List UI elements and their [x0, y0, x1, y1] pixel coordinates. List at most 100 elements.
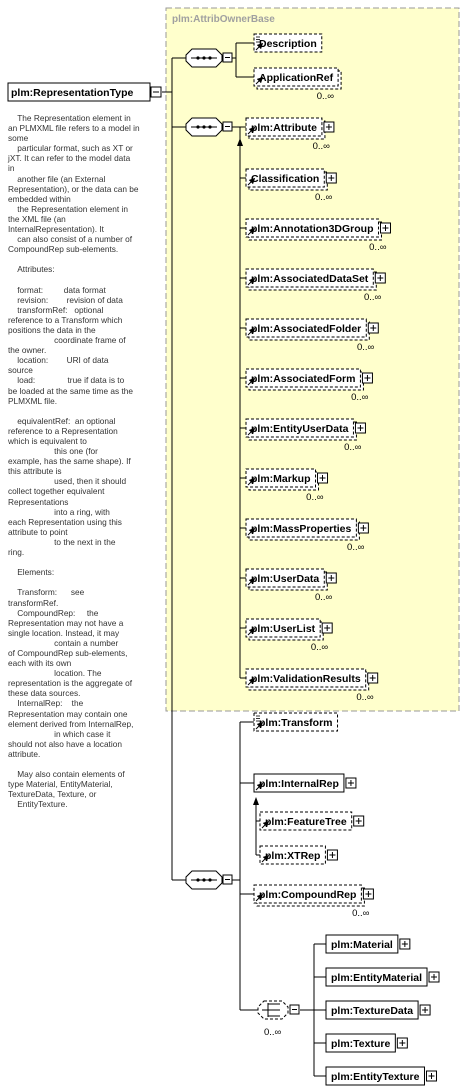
element-associated-form-label: plm:AssociatedForm — [251, 373, 355, 385]
element-entity-material-label: plm:EntityMaterial — [331, 972, 422, 984]
element-texture-data[interactable]: plm:TextureData — [325, 1000, 431, 1020]
element-markup[interactable]: plm:Markup 0..∞ — [245, 468, 329, 503]
reference-arrow-icon — [247, 377, 256, 386]
element-compound-rep[interactable]: plm:CompoundRep 0..∞ — [253, 884, 374, 919]
expand-plus-icon[interactable] — [325, 572, 337, 584]
element-entity-texture-label: plm:EntityTexture — [331, 1071, 420, 1083]
element-application-ref-label: ApplicationRef — [259, 72, 334, 84]
element-entity-texture[interactable]: plm:EntityTexture — [325, 1066, 437, 1086]
reference-arrow-icon — [247, 677, 256, 686]
element-markup-label: plm:Markup — [251, 473, 311, 485]
expand-plus-icon[interactable] — [425, 1070, 437, 1082]
element-compound-rep-label: plm:CompoundRep — [259, 889, 356, 901]
element-feature-tree-label: plm:FeatureTree — [265, 816, 347, 828]
expand-plus-icon[interactable] — [325, 172, 337, 184]
element-associated-folder-label: plm:AssociatedFolder — [251, 323, 361, 335]
expand-plus-icon[interactable] — [353, 815, 365, 827]
expand-plus-icon[interactable] — [419, 1004, 431, 1016]
element-material-label: plm:Material — [331, 939, 393, 951]
element-user-list-label: plm:UserList — [251, 623, 316, 635]
element-associated-data-set-occurs: 0..∞ — [364, 292, 382, 303]
attrib-owner-base-group — [165, 7, 460, 712]
element-annotation3d-group-label: plm:Annotation3DGroup — [251, 223, 373, 235]
element-classification[interactable]: Classification 0..∞ — [245, 168, 337, 203]
expand-plus-icon[interactable] — [345, 777, 357, 789]
element-attribute-label: plm:Attribute — [251, 122, 317, 134]
element-description[interactable]: Description — [253, 33, 323, 53]
element-annotation3d-group[interactable]: plm:Annotation3DGroup 0..∞ — [245, 218, 391, 253]
expand-plus-icon[interactable] — [396, 1037, 408, 1049]
element-entity-user-data-occurs: 0..∞ — [344, 442, 362, 453]
sequence-compositor-3 — [185, 870, 233, 890]
reference-arrow-icon — [247, 477, 256, 486]
element-classification-occurs: 0..∞ — [315, 192, 333, 203]
expand-plus-icon[interactable] — [428, 971, 440, 983]
reference-arrow-icon — [255, 782, 264, 791]
element-mass-properties[interactable]: plm:MassProperties 0..∞ — [245, 518, 369, 553]
element-annotation3d-group-occurs: 0..∞ — [369, 242, 387, 253]
reference-arrow-icon — [261, 854, 270, 863]
reference-arrow-icon — [247, 627, 256, 636]
choice-compositor — [257, 1000, 300, 1020]
documentation-lines-icon — [256, 715, 260, 722]
element-user-list[interactable]: plm:UserList 0..∞ — [245, 618, 333, 653]
documentation-lines-icon — [256, 36, 260, 43]
sequence-compositor-1 — [185, 48, 233, 68]
expand-plus-icon[interactable] — [399, 938, 411, 950]
element-compound-rep-occurs: 0..∞ — [352, 908, 370, 919]
element-internal-rep[interactable]: plm:InternalRep — [253, 773, 357, 793]
reference-arrow-icon — [247, 277, 256, 286]
element-texture[interactable]: plm:Texture — [325, 1033, 408, 1053]
reference-arrow-icon — [247, 126, 256, 135]
element-user-data-occurs: 0..∞ — [315, 592, 333, 603]
element-transform[interactable]: plm:Transform — [253, 712, 339, 732]
reference-arrow-icon — [255, 721, 264, 730]
element-markup-occurs: 0..∞ — [306, 492, 324, 503]
expand-plus-icon[interactable] — [326, 849, 338, 861]
expand-plus-icon[interactable] — [374, 272, 386, 284]
element-entity-user-data[interactable]: plm:EntityUserData 0..∞ — [245, 418, 366, 453]
root-element[interactable]: plm:RepresentationType — [7, 82, 162, 102]
element-material[interactable]: plm:Material — [325, 934, 411, 954]
sequence-compositor-2 — [185, 117, 233, 137]
element-user-list-occurs: 0..∞ — [311, 642, 329, 653]
root-element-label: plm:RepresentationType — [11, 87, 133, 99]
element-texture-label: plm:Texture — [331, 1038, 390, 1050]
expand-plus-icon[interactable] — [361, 372, 373, 384]
element-entity-material[interactable]: plm:EntityMaterial — [325, 967, 440, 987]
reference-arrow-icon — [247, 527, 256, 536]
element-associated-data-set[interactable]: plm:AssociatedDataSet 0..∞ — [245, 268, 386, 303]
reference-arrow-icon — [247, 427, 256, 436]
expand-plus-icon[interactable] — [323, 121, 335, 133]
element-mass-properties-label: plm:MassProperties — [251, 523, 352, 535]
element-xt-rep[interactable]: plm:XTRep — [259, 845, 338, 865]
element-transform-label: plm:Transform — [259, 717, 333, 729]
choice-occurs: 0..∞ — [264, 1027, 282, 1038]
expand-plus-icon[interactable] — [362, 888, 374, 900]
expand-plus-icon[interactable] — [367, 672, 379, 684]
expand-plus-icon[interactable] — [354, 422, 366, 434]
reference-arrow-icon — [247, 177, 256, 186]
reference-arrow-icon — [247, 227, 256, 236]
element-associated-data-set-label: plm:AssociatedDataSet — [251, 273, 369, 285]
element-classification-label: Classification — [251, 173, 319, 185]
expand-plus-icon[interactable] — [379, 222, 391, 234]
expand-plus-icon[interactable] — [317, 472, 329, 484]
expand-plus-icon[interactable] — [367, 322, 379, 334]
element-attribute[interactable]: plm:Attribute 0..∞ — [245, 117, 335, 152]
element-feature-tree[interactable]: plm:FeatureTree — [259, 811, 365, 831]
element-entity-user-data-label: plm:EntityUserData — [251, 423, 349, 435]
expand-plus-icon[interactable] — [321, 622, 333, 634]
documentation-text: The Representation element in an PLMXML … — [8, 113, 140, 810]
reference-arrow-icon — [255, 42, 264, 51]
element-validation-results-label: plm:ValidationResults — [251, 673, 361, 685]
element-description-label: Description — [259, 38, 317, 50]
expand-plus-icon[interactable] — [357, 522, 369, 534]
element-attribute-occurs: 0..∞ — [313, 141, 331, 152]
element-mass-properties-occurs: 0..∞ — [347, 542, 365, 553]
